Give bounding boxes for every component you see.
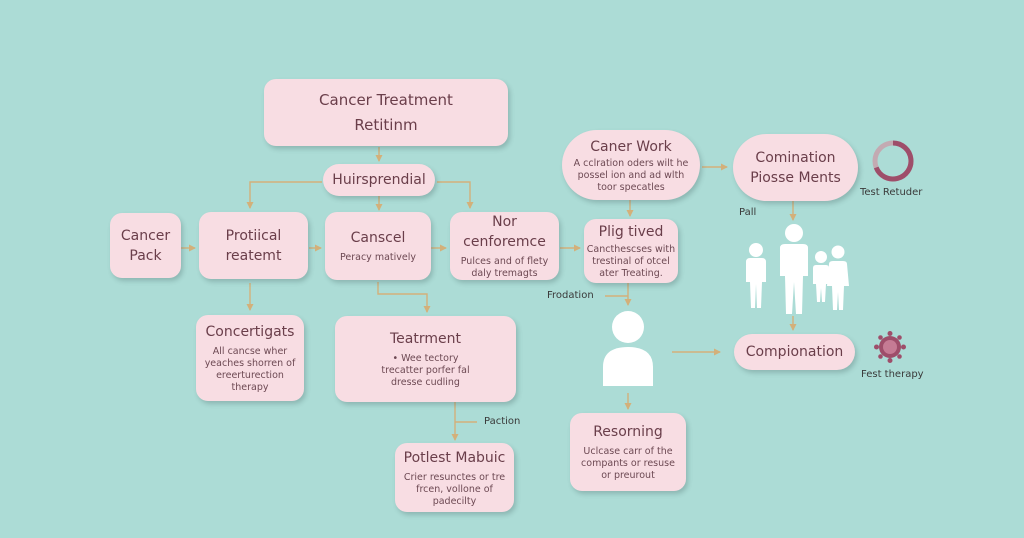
- node-title: Canscel: [350, 230, 406, 246]
- node-title: reatemt: [225, 247, 282, 264]
- node-title: Cancer Treatment: [319, 90, 453, 109]
- node-caner-work: Caner Work A cclration oders wilt he pos…: [562, 130, 700, 200]
- connector-canscel-to-teatrment: [377, 282, 431, 313]
- node-description-line: dresse cudling: [391, 377, 460, 388]
- node-title: Retitinm: [354, 115, 418, 134]
- node-description-line: All cancse wher: [212, 346, 288, 357]
- label-fest-therapy: Fest therapy: [861, 369, 924, 380]
- label-test-retuder: Test Retuder: [860, 187, 923, 198]
- connector-huirsprendial-to-nor: [437, 181, 474, 209]
- node-resorning: Resorning Uclcase carr of the compants o…: [570, 413, 686, 491]
- node-title: Comination: [755, 149, 836, 166]
- node-description: Pulces and of flety daly tremagts: [461, 256, 549, 280]
- node-protiical: Protiical reatemt: [199, 212, 308, 279]
- node-description-line: ereerturection: [216, 370, 284, 381]
- label-paction: Paction: [484, 416, 521, 427]
- node-description: • Wee tectory trecatter porfer fal dress…: [381, 353, 469, 389]
- node-cancer-pack: Cancer Pack: [110, 213, 181, 278]
- node-title: Potlest Mabuic: [403, 449, 506, 466]
- node-title: Concertigats: [205, 324, 295, 340]
- node-description: All cancse wher yeaches shorren of ereer…: [205, 346, 296, 394]
- node-description-line: yeaches shorren of: [204, 358, 296, 369]
- node-title: Resorning: [593, 424, 663, 440]
- node-description-line: possel ion and ad wlth: [577, 169, 685, 181]
- node-plig-tived: Plig tived Cancthescses with trestinal o…: [584, 219, 678, 283]
- label-pall: Pall: [739, 207, 757, 218]
- node-concertigats: Concertigats All cancse wher yeaches sho…: [196, 315, 304, 401]
- node-description: A cclration oders wilt he possel ion and…: [574, 158, 689, 194]
- node-canscel: Canscel Peracy matively: [325, 212, 431, 280]
- node-teatrment: Teatrment • Wee tectory trecatter porfer…: [335, 316, 516, 402]
- node-potiest-mabuic: Potlest Mabuic Crier resunctes or tre fr…: [395, 443, 514, 512]
- connector-huirsprendial-to-protiical: [246, 181, 322, 209]
- cell-icon: [874, 331, 906, 363]
- node-title: Caner Work: [590, 138, 672, 155]
- node-description-line: or preurout: [601, 470, 655, 481]
- node-title: Protiical: [225, 227, 282, 244]
- node-description-line: A cclration oders wilt he: [573, 157, 689, 169]
- node-title: Pack: [129, 247, 162, 264]
- node-description-line: daly tremagts: [471, 268, 538, 279]
- node-description: Crier resunctes or tre frcen, vollone of…: [404, 472, 505, 508]
- node-title: Teatrment: [390, 331, 461, 347]
- node-description-line: therapy: [231, 382, 269, 393]
- node-description-line: • Wee tectory: [392, 353, 459, 364]
- node-description: Cancthescses with trestinal of otcel ate…: [587, 244, 675, 280]
- node-description-line: trecatter porfer fal: [381, 365, 470, 376]
- node-description: Uclcase carr of the compants or resuse o…: [581, 446, 675, 482]
- node-title: Nor cenforemce: [463, 214, 546, 250]
- node-description-line: padecilty: [432, 495, 477, 507]
- node-description-line: toor specatles: [597, 181, 665, 193]
- label-frodation: Frodation: [547, 290, 594, 301]
- family-icon: [746, 224, 849, 314]
- node-description-line: frcen, vollone of: [416, 483, 493, 495]
- node-description-line: Crier resunctes or tre: [403, 471, 506, 483]
- node-comination: Comination Piosse Ments: [733, 134, 858, 201]
- node-title: Compionation: [745, 344, 844, 360]
- node-title: Huirsprendial: [332, 172, 426, 188]
- node-nor-conference: Nor cenforemce Pulces and of flety daly …: [450, 212, 559, 280]
- progress-ring-icon: [872, 140, 914, 182]
- node-title: Piosse Ments: [750, 169, 841, 186]
- node-compionation: Compionation: [734, 334, 855, 370]
- node-title: Cancer: [120, 227, 171, 244]
- node-description-line: Pulces and of flety: [460, 256, 549, 267]
- node-description-line: Uclcase carr of the: [583, 446, 673, 457]
- node-huirsprendial: Huirsprendial: [323, 164, 435, 196]
- node-description-line: ater Treating.: [599, 268, 663, 279]
- node-description: Peracy matively: [340, 252, 416, 263]
- node-description-line: trestinal of otcel: [592, 256, 670, 267]
- node-description-line: Cancthescses with: [586, 244, 676, 255]
- person-icon: [603, 311, 653, 386]
- node-cancer-treatment: Cancer Treatment Retitinm: [264, 79, 508, 146]
- node-description-line: compants or resuse: [581, 458, 675, 469]
- node-title: Plig tived: [598, 224, 664, 240]
